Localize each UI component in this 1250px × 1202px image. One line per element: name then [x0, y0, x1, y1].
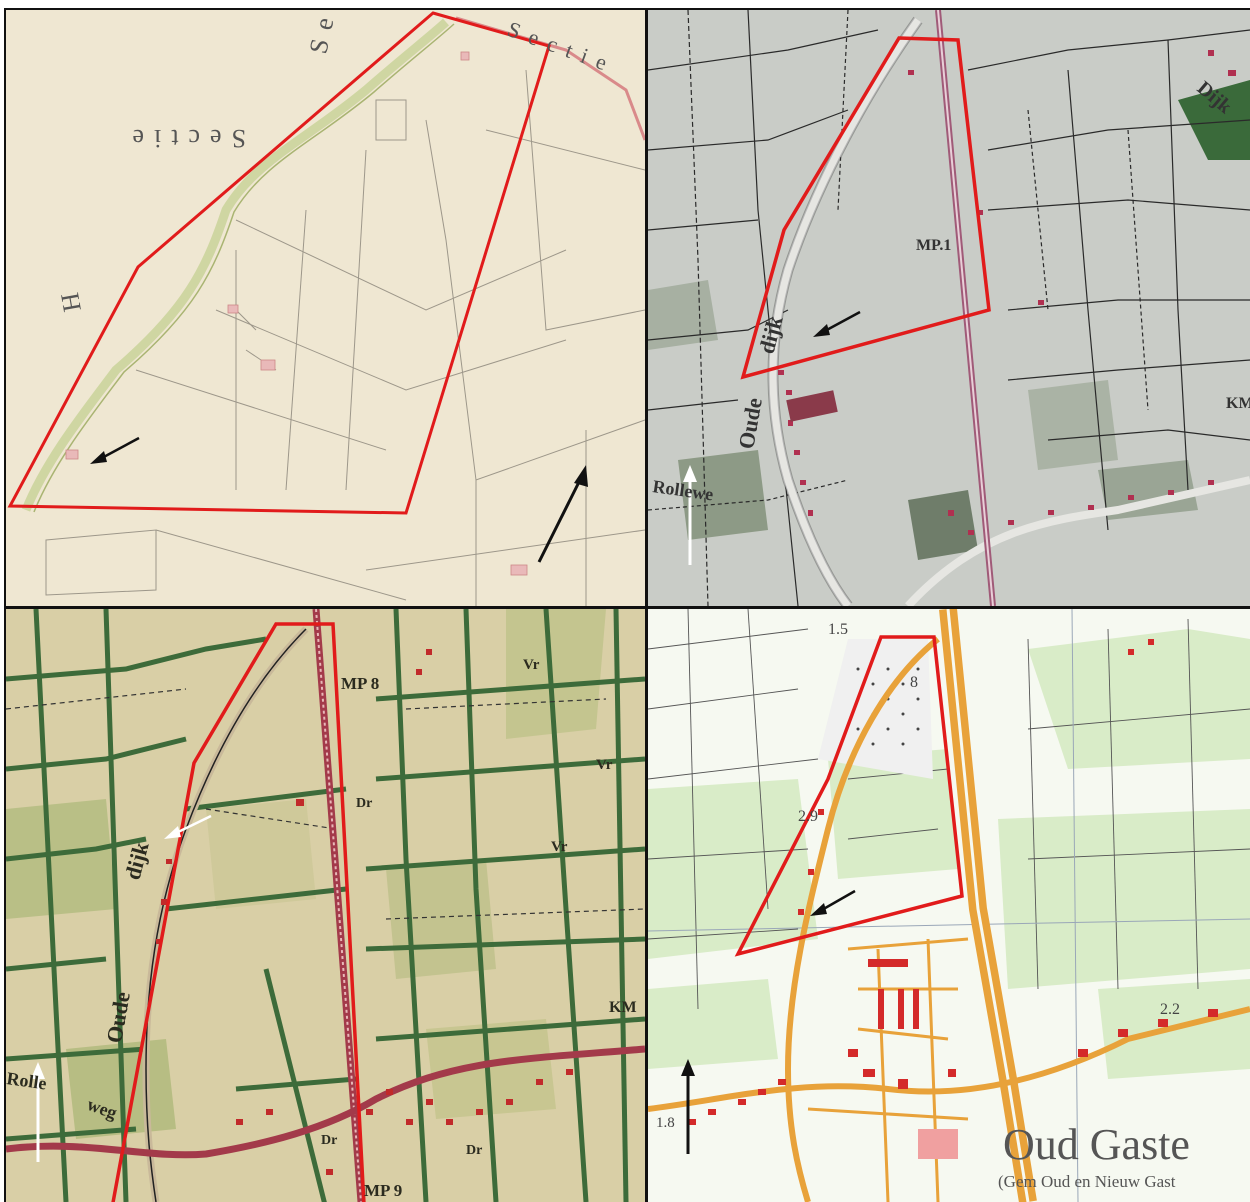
- building-marks: [65, 51, 528, 576]
- map-label-km: KM: [1226, 395, 1250, 412]
- map-label-sectie-2: Sectie: [122, 124, 246, 153]
- map-label-height-2-2: 2.2: [1160, 1001, 1180, 1018]
- map-label-vr-1: Vr: [523, 657, 540, 673]
- map-label-letter-h: H: [55, 290, 87, 314]
- map-label-height-1-5: 1.5: [828, 621, 848, 638]
- map-label-height-2-9: 2.9: [798, 808, 818, 825]
- north-arrow-icon: [537, 465, 588, 563]
- pointer-arrow-icon: [813, 310, 861, 337]
- curved-road: [784, 636, 940, 1202]
- curved-road-fill: [769, 17, 921, 606]
- east-road: [905, 476, 1250, 606]
- map-label-dr-1: Dr: [356, 796, 372, 811]
- map-label-mp: MP.1: [916, 237, 951, 254]
- parcel-lines: [648, 10, 1250, 606]
- pointer-arrow-icon: [164, 814, 212, 839]
- map-label-height-1-8: 1.8: [656, 1115, 675, 1131]
- dashed-paths: [6, 688, 645, 920]
- map-label-mp8: MP 8: [341, 674, 379, 693]
- parcel-lines: [45, 69, 645, 606]
- map-label-rolle: Rolle: [6, 1068, 48, 1093]
- map-label-sectie-1: Sectie: [304, 10, 358, 56]
- highway-center: [946, 609, 1030, 1202]
- study-area-outline: [7, 11, 551, 515]
- building-marks: [688, 639, 1218, 1159]
- map-label-km: KM: [609, 999, 637, 1016]
- large-building: [786, 390, 838, 422]
- map-panel-topographic-modern: 1.5 2.9 2.2 1.8 8 Oud Gaste (Gem Oud en …: [648, 609, 1250, 1202]
- map-label-vr-2: Vr: [596, 757, 613, 773]
- north-arrow-icon: [681, 1059, 695, 1154]
- cadastral-map: Sectie Sectie Sectie H: [7, 10, 645, 606]
- topographic-map-grey: Oude dijk Rollewe MP.1 KM Dijk: [648, 10, 1250, 606]
- pointer-arrow-icon: [90, 436, 140, 464]
- building-marks: [778, 50, 1236, 535]
- map-panel-topographic-1850: Oude dijk Rolle weg MP 8 MP 9 Vr Vr Vr D…: [6, 609, 645, 1202]
- straight-canal-road: [312, 609, 365, 1202]
- study-area-outline: [111, 622, 366, 1202]
- dots: [856, 667, 920, 746]
- dike-strip: [21, 18, 450, 512]
- north-arrow-icon: [31, 1062, 45, 1162]
- divider-vertical: [645, 8, 648, 1202]
- map-label-municipality: (Gem Oud en Nieuw Gast: [998, 1172, 1176, 1191]
- building-marks: [156, 649, 573, 1175]
- map-label-dr-2: Dr: [321, 1133, 337, 1148]
- map-label-town-name: Oud Gaste: [1003, 1120, 1190, 1169]
- divider-horizontal: [4, 606, 1250, 609]
- north-arrow-icon: [683, 465, 697, 565]
- border-top: [6, 8, 1250, 10]
- map-label-mp9: MP 9: [364, 1181, 402, 1200]
- map-label-dr-3: Dr: [466, 1143, 482, 1158]
- study-area-outline: [734, 635, 964, 957]
- grid-line-vertical: [1071, 609, 1079, 1202]
- map-panel-topographic-1900: Oude dijk Rollewe MP.1 KM Dijk: [648, 10, 1250, 606]
- topographic-map-modern: 1.5 2.9 2.2 1.8 8 Oud Gaste (Gem Oud en …: [648, 609, 1250, 1202]
- map-label-sectie-3: Sectie: [504, 16, 619, 78]
- study-area-outline: [740, 36, 991, 380]
- straight-canal-road-center: [937, 10, 994, 606]
- grid-line-horizontal: [648, 918, 1250, 932]
- map-panel-cadastral: Sectie Sectie Sectie H: [6, 10, 645, 606]
- curved-dike-road-edge: [145, 628, 307, 1202]
- border-left: [4, 8, 6, 1202]
- town-roads: [807, 937, 969, 1202]
- field-shading: [6, 609, 606, 1139]
- east-road: [648, 1006, 1250, 1112]
- east-road: [6, 1045, 645, 1159]
- green-areas: [648, 629, 1250, 1079]
- ditch-network: [6, 609, 645, 1202]
- topographic-map-green: Oude dijk Rolle weg MP 8 MP 9 Vr Vr Vr D…: [6, 609, 645, 1202]
- dike-edge: [33, 23, 455, 513]
- map-label-vr-3: Vr: [551, 839, 568, 855]
- map-label-oude: Oude: [101, 990, 135, 1045]
- parcel-lines: [648, 609, 1250, 1010]
- map-label-number-8: 8: [910, 674, 918, 691]
- pointer-arrow-icon: [810, 889, 856, 916]
